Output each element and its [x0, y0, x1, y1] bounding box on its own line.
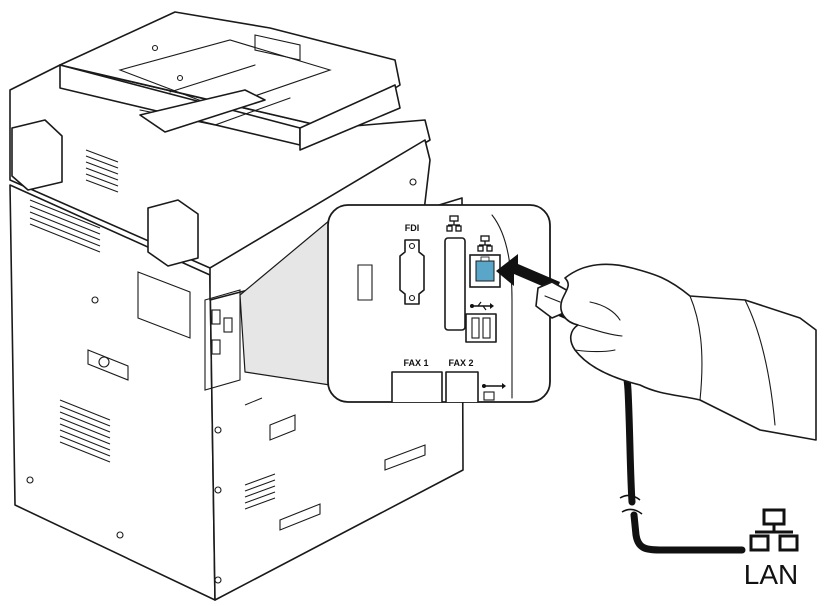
fax1-port [391, 371, 443, 403]
lan-port [475, 260, 495, 282]
port-zoom-panel: FDI [327, 204, 551, 416]
fdi-port [399, 239, 425, 305]
expansion-slot [444, 237, 466, 331]
usb-port-pair [465, 313, 497, 343]
lan-network-icon [749, 508, 799, 552]
network-icon [446, 215, 462, 232]
fax1-label: FAX 1 [403, 358, 428, 368]
upper-vents [29, 149, 119, 253]
network-cable [630, 511, 746, 554]
usb-icon [470, 301, 494, 311]
usb-icon [482, 383, 506, 389]
network-icon [477, 235, 493, 252]
hand-with-cable [535, 263, 817, 554]
fax2-label: FAX 2 [448, 358, 473, 368]
lan-label: LAN [743, 559, 799, 590]
lower-vents [59, 397, 276, 510]
fax2-port [445, 371, 479, 403]
insert-arrow [496, 254, 560, 292]
fdi-label: FDI [405, 223, 420, 233]
